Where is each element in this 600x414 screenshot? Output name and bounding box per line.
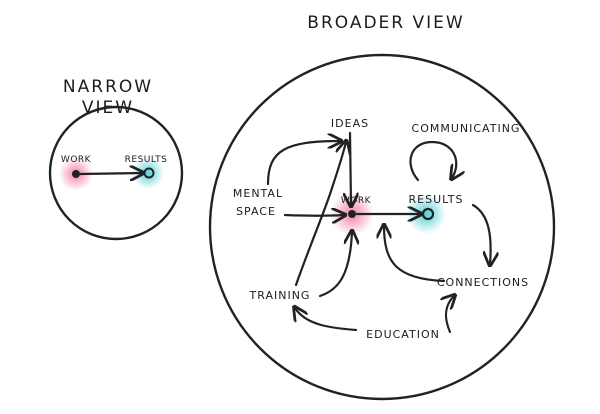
education-label: EDUCATION [366, 328, 440, 341]
narrow-view-circle [48, 105, 184, 241]
ideas-label: IDEAS [331, 117, 369, 130]
broader-view-circle [208, 53, 556, 401]
narrow-work-label: WORK [61, 155, 92, 165]
broader-work-label: WORK [341, 196, 372, 206]
connections-label: CONNECTIONS [437, 276, 529, 289]
mental-space-label-line1: MENTAL [233, 187, 283, 200]
broader-view-title: BROADER VIEW [307, 13, 464, 33]
broader-view: BROADER VIEW IDEAS COMMUNICATING MENTAL … [208, 13, 556, 401]
communicating-label: COMMUNICATING [412, 122, 521, 135]
education-to-connections-arrow [446, 296, 454, 334]
narrow-view: NARROW VIEW WORK RESULTS [48, 77, 184, 241]
training-label: TRAINING [249, 289, 311, 302]
narrow-view-title-line1: NARROW [63, 77, 153, 97]
broader-work-node [348, 210, 356, 218]
narrow-results-label: RESULTS [125, 155, 168, 165]
education-to-training-arrow [295, 308, 358, 332]
narrow-work-node [72, 170, 80, 178]
narrow-work-to-results-arrow [78, 173, 142, 174]
training-to-work-arrow [318, 232, 352, 298]
training-to-ideas-arrow [294, 142, 346, 287]
connections-to-results-arrow [384, 226, 446, 283]
mental-space-label-line2: SPACE [236, 205, 276, 218]
narrow-results-highlight [132, 157, 164, 189]
mental-space-to-ideas-arrow [266, 141, 340, 186]
ideas-to-work-arrow [350, 131, 351, 205]
broader-results-highlight [406, 194, 446, 234]
results-to-connections-arrow [471, 203, 491, 264]
communicating-loop-arrow [409, 140, 456, 180]
broader-results-label: RESULTS [409, 193, 464, 206]
mental-space-to-work-arrow [283, 215, 344, 216]
